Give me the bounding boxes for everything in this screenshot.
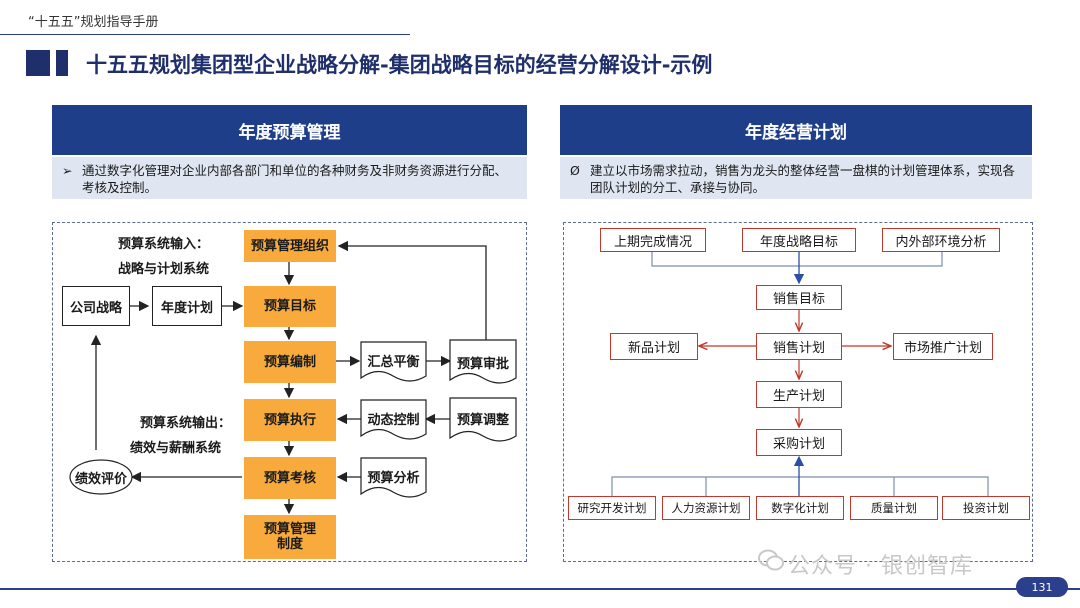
title-accent-block-small: [56, 50, 68, 76]
budget-approve-doc: 预算审批: [456, 356, 509, 372]
input-box-environment: 内外部环境分析: [882, 228, 1000, 252]
summary-balance-doc: 汇总平衡: [367, 354, 420, 370]
title-accent-block: [26, 50, 50, 76]
budget-diagram-frame: [52, 222, 527, 562]
right-panel-heading: 年度经营计划: [560, 105, 1032, 155]
wechat-icon: [758, 549, 784, 571]
budget-assess-box: 预算考核: [244, 457, 336, 499]
support-plan-digital: 数字化计划: [756, 496, 844, 520]
budget-org-box: 预算管理组织: [244, 230, 336, 262]
input-box-strategic-goal: 年度战略目标: [742, 228, 856, 252]
input-label-line1: 预算系统输入：: [118, 237, 210, 252]
page-number-badge: 131: [1016, 577, 1068, 597]
right-description-text: 建立以市场需求拉动，销售为龙头的整体经营一盘棋的计划管理体系，实现各团队计划的分…: [590, 163, 1016, 195]
left-panel-heading: 年度预算管理: [52, 105, 527, 155]
document-label: “十五五”规划指导手册: [28, 15, 159, 30]
marketing-plan-box: 市场推广计划: [893, 333, 993, 360]
support-plan-investment: 投资计划: [942, 496, 1030, 520]
right-panel-description: Ø 建立以市场需求拉动，销售为龙头的整体经营一盘棋的计划管理体系，实现各团队计划…: [560, 157, 1032, 199]
arrow-bullet-icon: ➢: [62, 163, 73, 178]
dynamic-control-doc: 动态控制: [367, 412, 420, 428]
company-strategy-box: 公司战略: [62, 286, 130, 326]
budget-adjust-doc: 预算调整: [456, 412, 509, 428]
budget-target-box: 预算目标: [244, 286, 336, 327]
input-label-line2: 战略与计划系统: [118, 262, 210, 277]
budget-execute-box: 预算执行: [244, 399, 336, 441]
support-plan-hr: 人力资源计划: [662, 496, 750, 520]
support-plan-rd: 研究开发计划: [568, 496, 656, 520]
output-label-line2: 绩效与薪酬系统: [130, 441, 222, 456]
budget-compile-box: 预算编制: [244, 341, 336, 383]
performance-eval-ellipse: 绩效评价: [74, 471, 127, 487]
footer-divider: [0, 588, 1080, 590]
production-plan-box: 生产计划: [756, 381, 842, 408]
budget-system-box: 预算管理制度: [244, 515, 336, 559]
output-label-line1: 预算系统输出：: [140, 416, 232, 431]
bullet-icon: Ø: [570, 163, 580, 178]
budget-analysis-doc: 预算分析: [367, 470, 420, 486]
input-box-last-period: 上期完成情况: [600, 228, 706, 252]
watermark-text: 公众号 · 银创智库: [788, 554, 973, 579]
support-plan-quality: 质量计划: [850, 496, 938, 520]
purchase-plan-box: 采购计划: [756, 429, 842, 456]
left-panel-description: ➢ 通过数字化管理对企业内部各部门和单位的各种财务及非财务资源进行分配、考核及控…: [52, 157, 527, 199]
plan-diagram-frame: [563, 222, 1033, 562]
annual-plan-box: 年度计划: [152, 286, 222, 326]
left-description-text: 通过数字化管理对企业内部各部门和单位的各种财务及非财务资源进行分配、考核及控制。: [82, 163, 508, 195]
new-product-plan-box: 新品计划: [610, 333, 698, 360]
sales-plan-box: 销售计划: [756, 333, 842, 360]
header-divider: [0, 34, 410, 35]
sales-target-box: 销售目标: [756, 285, 842, 310]
page-title: 十五五规划集团型企业战略分解-集团战略目标的经营分解设计-示例: [86, 53, 713, 77]
